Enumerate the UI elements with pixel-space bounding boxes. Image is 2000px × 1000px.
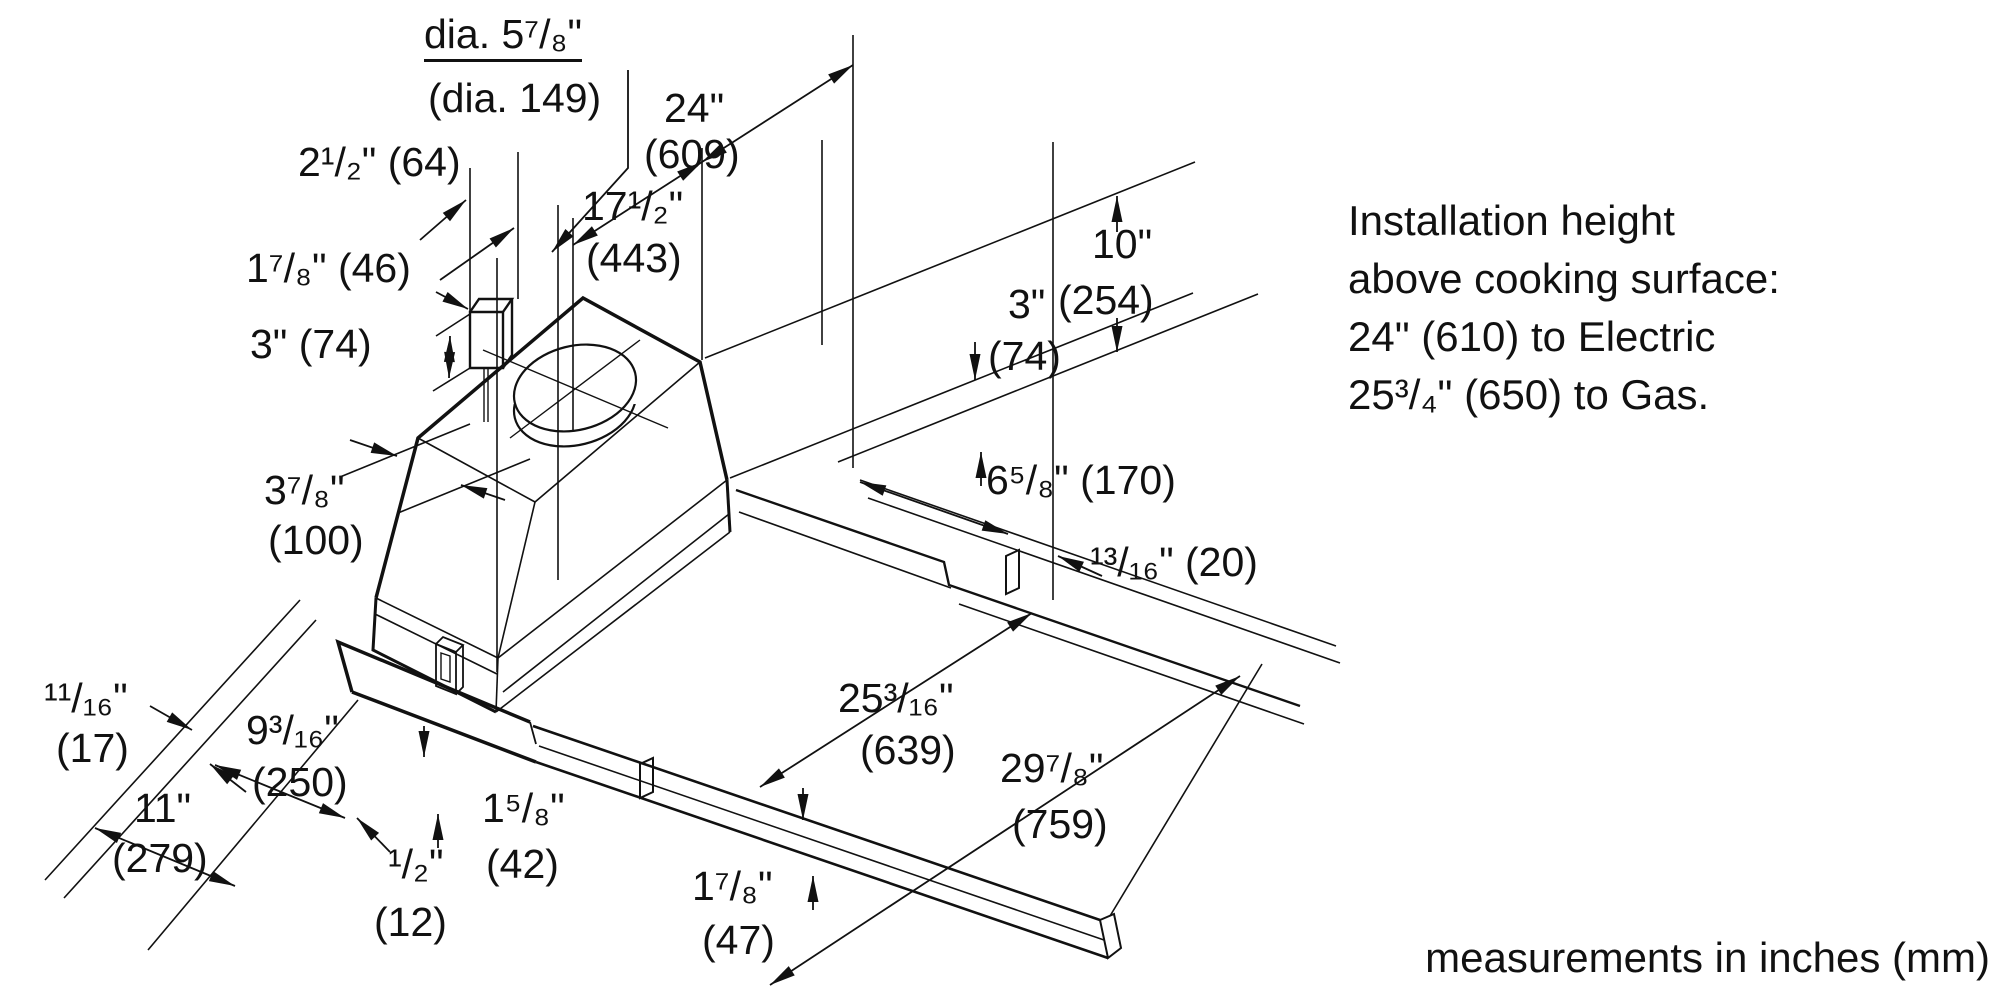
frame-tab-front <box>639 756 654 800</box>
mounting-clip <box>435 635 465 696</box>
dim-1-2-mm: (12) <box>374 899 447 945</box>
dim-duct-diameter-in: dia. 5⁷/₈" <box>424 14 583 62</box>
dim-3-7-8-in: 3⁷/₈" <box>264 467 345 513</box>
dim-1-5-8-mm: (42) <box>486 841 559 887</box>
dim-3-74-left: 3" (74) <box>250 321 372 367</box>
dim-25-3-16-mm: (639) <box>860 727 956 773</box>
dim-24-mm: (609) <box>644 131 740 177</box>
dim-10-in: 10" <box>1092 221 1153 267</box>
dim-1-7-8-47-in: 1⁷/₈" <box>692 863 773 909</box>
dim-3-right-mm: (74) <box>988 333 1061 379</box>
junction-box <box>468 297 515 422</box>
dim-9-3-16-mm: (250) <box>252 759 348 805</box>
dim-1-7-8-46: 1⁷/₈" (46) <box>246 245 411 291</box>
dim-25-3-16-in: 25³/₁₆" <box>838 675 954 721</box>
dim-9-3-16-in: 9³/₁₆" <box>246 707 339 753</box>
frame-end-cap <box>1098 912 1123 960</box>
duct-collar <box>482 339 669 448</box>
dim-13-16: ¹³/₁₆" (20) <box>1090 539 1258 585</box>
dim-24-in: 24" <box>664 85 725 131</box>
dia-leader <box>551 70 629 253</box>
dim-11-mm: (279) <box>112 835 208 881</box>
dim-10-mm: (254) <box>1058 277 1154 323</box>
note-line-4: 25³/₄" (650) to Gas. <box>1348 370 1710 418</box>
dim-3-7-8-mm: (100) <box>268 517 364 563</box>
dim-1-2-in: ¹/₂" <box>388 841 444 887</box>
dim-1-7-8-47-mm: (47) <box>702 917 775 963</box>
dim-1-5-8-in: 1⁵/₈" <box>482 785 565 831</box>
dimension-lines <box>94 64 1241 986</box>
frame-tab-back <box>1005 548 1020 596</box>
units-footnote: measurements in inches (mm) <box>1425 934 1990 981</box>
dim-29-7-8-in: 29⁷/₈" <box>1000 745 1104 791</box>
note-line-1: Installation height <box>1348 197 1675 244</box>
dim-2-1-2: 2¹/₂" (64) <box>298 139 461 185</box>
installation-note: Installation height above cooking surfac… <box>1348 192 1780 424</box>
dim-11-in: 11" <box>134 785 192 831</box>
note-line-2: above cooking surface: <box>1348 254 1780 302</box>
dim-6-5-8: 6⁵/₈" (170) <box>986 457 1176 503</box>
note-line-3: 24" (610) to Electric <box>1348 312 1716 360</box>
dim-11-16-mm: (17) <box>56 725 129 771</box>
dim-29-7-8-mm: (759) <box>1012 801 1108 847</box>
dim-3-right-in: 3" <box>1008 281 1046 327</box>
dim-11-16-in: ¹¹/₁₆" <box>44 675 128 721</box>
dim-duct-diameter-mm: (dia. 149) <box>428 75 602 121</box>
dim-17-1-2-mm: (443) <box>586 235 682 281</box>
hood-body <box>371 295 732 714</box>
dim-17-1-2-in: 17¹/₂" <box>582 183 684 229</box>
